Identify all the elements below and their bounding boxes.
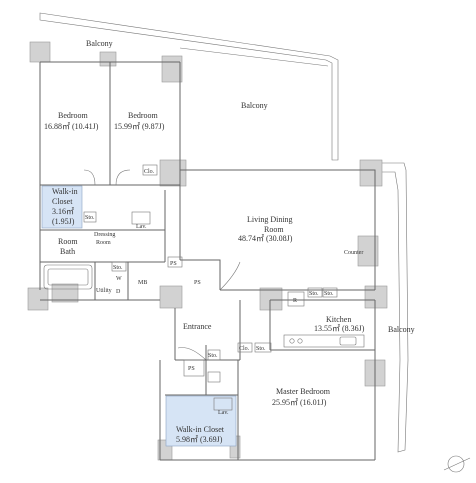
d-label: D bbox=[116, 289, 121, 295]
wall-block bbox=[159, 285, 183, 309]
wall-block bbox=[259, 287, 283, 311]
sto-box bbox=[111, 261, 127, 272]
kitchen-area: 13.55㎡ (8.36J) bbox=[314, 324, 365, 333]
bedroom2-name: Bedroom bbox=[128, 111, 159, 120]
walkin1-line4: (1.95J) bbox=[52, 217, 75, 226]
dressing-line2: Room bbox=[96, 240, 111, 246]
wall-block bbox=[357, 235, 379, 267]
door-swing bbox=[219, 261, 241, 291]
utility-label: Utility bbox=[96, 288, 112, 294]
kitchen-name: Kitchen bbox=[326, 315, 351, 324]
ps2-label: PS bbox=[194, 280, 201, 286]
clo2-label: Clo. bbox=[239, 346, 250, 352]
lav-counter bbox=[131, 211, 151, 225]
bedroom1-name: Bedroom bbox=[58, 111, 89, 120]
living-area: 48.74㎡ (30.08J) bbox=[238, 234, 293, 243]
lav2-label: Lav. bbox=[218, 410, 229, 416]
sto-label-1: Sto. bbox=[85, 215, 95, 221]
door-swing bbox=[177, 347, 207, 361]
walkin1-line1: Walk-in bbox=[52, 187, 78, 196]
sto-box bbox=[83, 211, 97, 223]
wall-block bbox=[51, 283, 79, 303]
walkin1-line2: Closet bbox=[52, 197, 73, 206]
sto-box bbox=[207, 349, 221, 361]
sto-box bbox=[307, 287, 323, 298]
stove-burner bbox=[289, 338, 295, 344]
wall-block bbox=[359, 159, 383, 187]
clo-box bbox=[237, 342, 253, 353]
sto-label-2: Sto. bbox=[113, 265, 123, 271]
door-swing bbox=[115, 169, 131, 186]
sto-box bbox=[322, 287, 338, 298]
sto-label-5: Sto. bbox=[324, 291, 334, 297]
ps-box bbox=[183, 359, 205, 377]
walk-in-closet-1-fill bbox=[41, 185, 83, 229]
kitchen-walls bbox=[269, 299, 376, 355]
clo-box bbox=[142, 164, 158, 176]
bedroom1-area: 16.88㎡ (10.41J) bbox=[44, 122, 99, 131]
service-walls bbox=[40, 190, 221, 301]
lav1-label: Lav. bbox=[136, 224, 147, 230]
stove-burner bbox=[297, 338, 303, 344]
bathtub bbox=[43, 264, 93, 290]
ps-box bbox=[167, 256, 183, 268]
walk-in-closet-2-fill bbox=[165, 395, 237, 447]
master-name: Master Bedroom bbox=[276, 387, 331, 396]
balcony-mid-label: Balcony bbox=[241, 101, 268, 110]
walkin1-line3: 3.16㎡ bbox=[52, 207, 74, 216]
sto-label-4: Sto. bbox=[309, 291, 319, 297]
walkin2-name: Walk-in Closet bbox=[176, 425, 225, 434]
wall-block bbox=[27, 287, 49, 311]
walkin2-area: 5.98㎡ (3.69J) bbox=[176, 435, 223, 444]
clo1-label: Clo. bbox=[144, 169, 155, 175]
balcony-outline-right bbox=[380, 162, 409, 453]
master-area: 25.95㎡ (16.01J) bbox=[272, 398, 327, 407]
north-arrow-icon bbox=[443, 455, 471, 473]
bath-line1: Room bbox=[58, 237, 78, 246]
counter-label: Counter bbox=[344, 250, 363, 256]
wall-block bbox=[159, 159, 187, 187]
entrance-walls bbox=[159, 300, 376, 461]
ps3-label: PS bbox=[188, 366, 195, 372]
entrance-label: Entrance bbox=[183, 322, 212, 331]
ps1-label: PS bbox=[170, 261, 177, 267]
balcony-inner-rail bbox=[179, 47, 329, 67]
door-swing bbox=[83, 169, 96, 186]
sto-box bbox=[254, 342, 272, 353]
balcony-top-label: Balcony bbox=[86, 39, 113, 48]
r-box bbox=[287, 291, 305, 307]
r-label: R bbox=[293, 298, 297, 304]
sto-label-3: Sto. bbox=[256, 346, 266, 352]
lav-counter bbox=[213, 397, 233, 411]
living-walls bbox=[179, 169, 376, 291]
mb-label: MB bbox=[138, 280, 147, 286]
living-line1: Living Dining bbox=[247, 215, 293, 224]
balcony-right-label: Balcony bbox=[388, 325, 415, 334]
kitchen-counter bbox=[283, 334, 365, 348]
wall-block bbox=[364, 285, 388, 309]
sto-box bbox=[207, 371, 221, 383]
living-line2: Room bbox=[264, 225, 284, 234]
sink bbox=[339, 336, 357, 346]
bedroom2-area: 15.99㎡ (9.87J) bbox=[114, 122, 165, 131]
dressing-line1: Dressing bbox=[94, 232, 115, 238]
w-label: W bbox=[116, 276, 122, 282]
bathtub-inner bbox=[47, 268, 89, 286]
bath-line2: Bath bbox=[60, 247, 75, 256]
balcony-outline-top bbox=[39, 12, 339, 161]
bedroom-walls bbox=[39, 61, 181, 290]
sto-label-6: Sto. bbox=[208, 353, 218, 359]
